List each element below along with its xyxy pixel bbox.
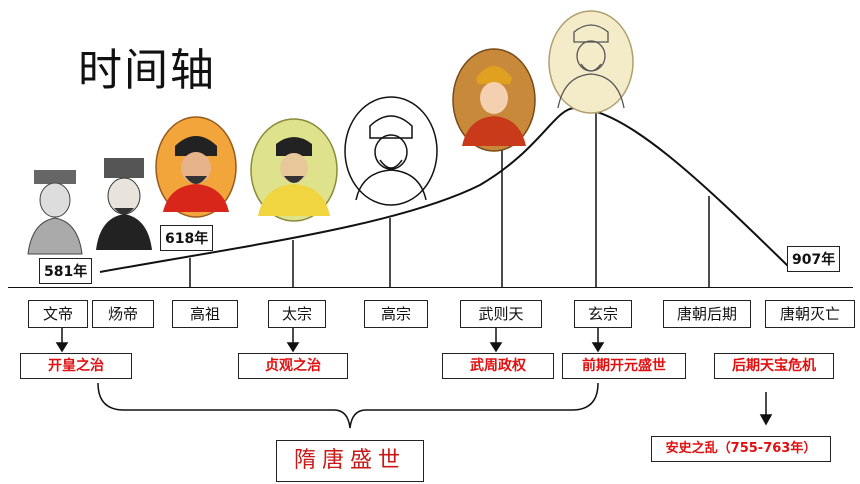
prosperity-curve <box>99 106 791 273</box>
era-wuzhou: 武周政权 <box>442 353 554 379</box>
portrait-gaozong <box>344 96 438 206</box>
grouping-bracket <box>97 382 599 429</box>
portrait-wuzetian <box>452 48 536 152</box>
year-label-907: 907年 <box>787 246 841 272</box>
year-label-618: 618年 <box>160 225 214 251</box>
ruler-gaozong: 高宗 <box>364 300 428 328</box>
ruler-tang-fall: 唐朝灭亡 <box>765 300 855 328</box>
year-label-581: 581年 <box>39 258 93 284</box>
anshi-rebellion-label: 安史之乱（755-763年） <box>651 436 831 462</box>
ruler-wendi: 文帝 <box>28 300 88 328</box>
sui-tang-prosperity-banner: 隋唐盛世 <box>276 440 424 482</box>
page-title: 时间轴 <box>78 45 216 96</box>
era-kaihuang: 开皇之治 <box>20 353 132 379</box>
ruler-yangdi: 炀帝 <box>92 300 154 328</box>
era-zhenguan: 贞观之治 <box>238 353 348 379</box>
timeline-axis <box>8 287 853 288</box>
era-kaiyuan: 前期开元盛世 <box>562 353 686 379</box>
portrait-xuanzong <box>548 10 634 114</box>
ruler-gaozu: 高祖 <box>172 300 238 328</box>
portrait-wendi <box>27 170 83 255</box>
portrait-taizong <box>250 118 338 222</box>
ruler-taizong: 太宗 <box>268 300 326 328</box>
era-tianbao: 后期天宝危机 <box>714 353 834 379</box>
ruler-late-tang: 唐朝后期 <box>663 300 751 328</box>
ruler-xuanzong: 玄宗 <box>574 300 632 328</box>
portrait-gaozu <box>155 116 237 218</box>
portrait-yangdi <box>96 158 152 250</box>
ruler-wuzetian: 武则天 <box>460 300 542 328</box>
